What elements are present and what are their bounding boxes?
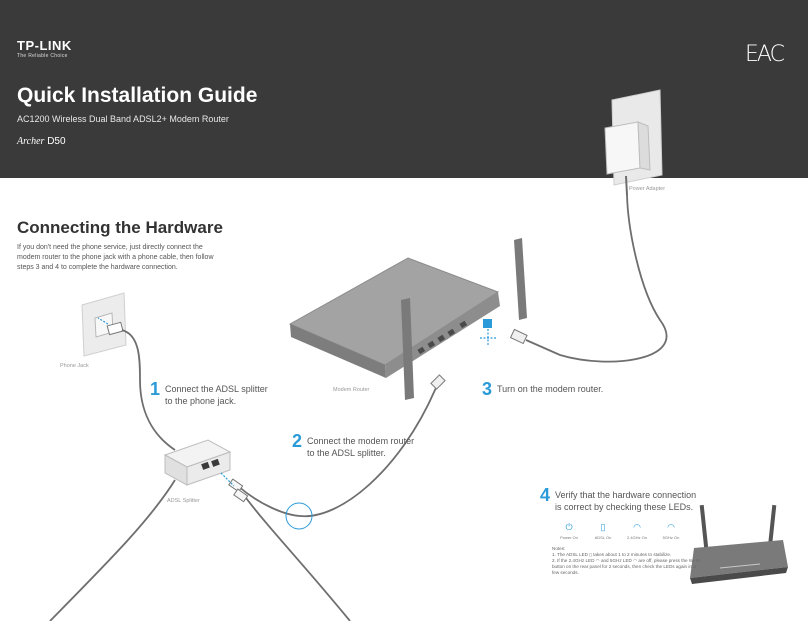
- power-icon: ⏻: [565, 522, 573, 532]
- step-text-line: is correct by checking these LEDs.: [555, 502, 694, 512]
- led-5ghz: ◠ 5GHz On: [654, 522, 688, 540]
- model-number: D50: [47, 136, 66, 147]
- guide-title: Quick Installation Guide: [17, 84, 258, 107]
- step-text: Turn on the modem router.: [497, 383, 603, 395]
- step-number: 4: [540, 485, 551, 505]
- led-label: 2.4GHz On: [626, 535, 647, 540]
- section-intro: If you don't need the phone service, jus…: [17, 244, 214, 271]
- step-text-line: Turn on the modem router.: [497, 384, 604, 394]
- step-text-line: Connect the ADSL splitter: [165, 384, 268, 394]
- notes-heading: Notes:: [552, 546, 566, 551]
- label-adsl-splitter: ADSL Splitter: [167, 498, 200, 504]
- product-subtitle: AC1200 Wireless Dual Band ADSL2+ Modem R…: [17, 114, 229, 124]
- connection-indicators: [97, 317, 496, 346]
- step-4: 4 Verify that the hardware connection is…: [540, 486, 696, 513]
- notes: Notes: 1. The ADSL LED ▯ takes about 1 t…: [552, 546, 702, 576]
- step-3: 3 Turn on the modem router.: [482, 380, 603, 398]
- label-power-adapter: Power Adapter: [629, 186, 666, 192]
- logo-brand: TP-LINK: [17, 38, 72, 53]
- adsl-icon: ▯: [600, 522, 606, 532]
- led-power: ⏻ Power On: [552, 522, 586, 540]
- note-item: 1. The ADSL LED ▯ takes about 1 to 2 min…: [552, 552, 672, 557]
- header-band: [0, 0, 808, 178]
- led-legend: ⏻ Power On ▯ ADSL On ◠ 2.4GHz On ◠ 5GHz …: [552, 522, 688, 540]
- led-label: ADSL On: [594, 535, 612, 540]
- step-text: Connect the modem router to the ADSL spl…: [307, 435, 414, 459]
- model-series: Archer: [17, 136, 45, 147]
- logo-tagline: The Reliable Choice: [17, 53, 68, 59]
- led-label: Power On: [560, 535, 578, 540]
- cables: [49, 194, 668, 621]
- section-title: Connecting the Hardware: [17, 218, 223, 237]
- phone-jack-illustration: [81, 292, 127, 357]
- step-number: 3: [482, 379, 493, 399]
- led-2-4ghz: ◠ 2.4GHz On: [620, 522, 654, 540]
- step-number: 2: [292, 431, 303, 451]
- step-text-line: to the phone jack.: [165, 396, 237, 406]
- modem-router-illustration: [288, 238, 527, 400]
- step-text-line: Connect the modem router: [307, 436, 415, 446]
- adsl-splitter-illustration: [163, 439, 249, 503]
- cable-highlight-circle: [285, 502, 313, 530]
- model-name: Archer D50: [17, 136, 66, 147]
- led-adsl: ▯ ADSL On: [586, 522, 620, 540]
- power-adapter-illustration: [604, 89, 663, 196]
- step-text: Connect the ADSL splitter to the phone j…: [165, 383, 268, 407]
- wifi-icon: ◠: [667, 522, 675, 532]
- label-modem-router: Modem Router: [333, 387, 370, 393]
- eac-certification-mark: EAC: [745, 42, 785, 67]
- step-2: 2 Connect the modem router to the ADSL s…: [292, 432, 414, 459]
- step-number: 1: [150, 379, 161, 399]
- led-label: 5GHz On: [662, 535, 680, 540]
- power-plug: [509, 328, 528, 345]
- wifi-icon: ◠: [633, 522, 641, 532]
- step-text: Verify that the hardware connection is c…: [555, 489, 696, 513]
- note-item: 2. If the 2.4GHz LED ◠ and 5GHz LED ◠ ar…: [552, 558, 700, 575]
- tp-link-logo: TP-LINK The Reliable Choice: [17, 38, 72, 59]
- router-led-illustration: [690, 504, 788, 584]
- step-text-line: Verify that the hardware connection: [555, 490, 697, 500]
- step-text-line: to the ADSL splitter.: [307, 448, 386, 458]
- step-1: 1 Connect the ADSL splitter to the phone…: [150, 380, 268, 407]
- label-phone-jack: Phone Jack: [60, 363, 89, 369]
